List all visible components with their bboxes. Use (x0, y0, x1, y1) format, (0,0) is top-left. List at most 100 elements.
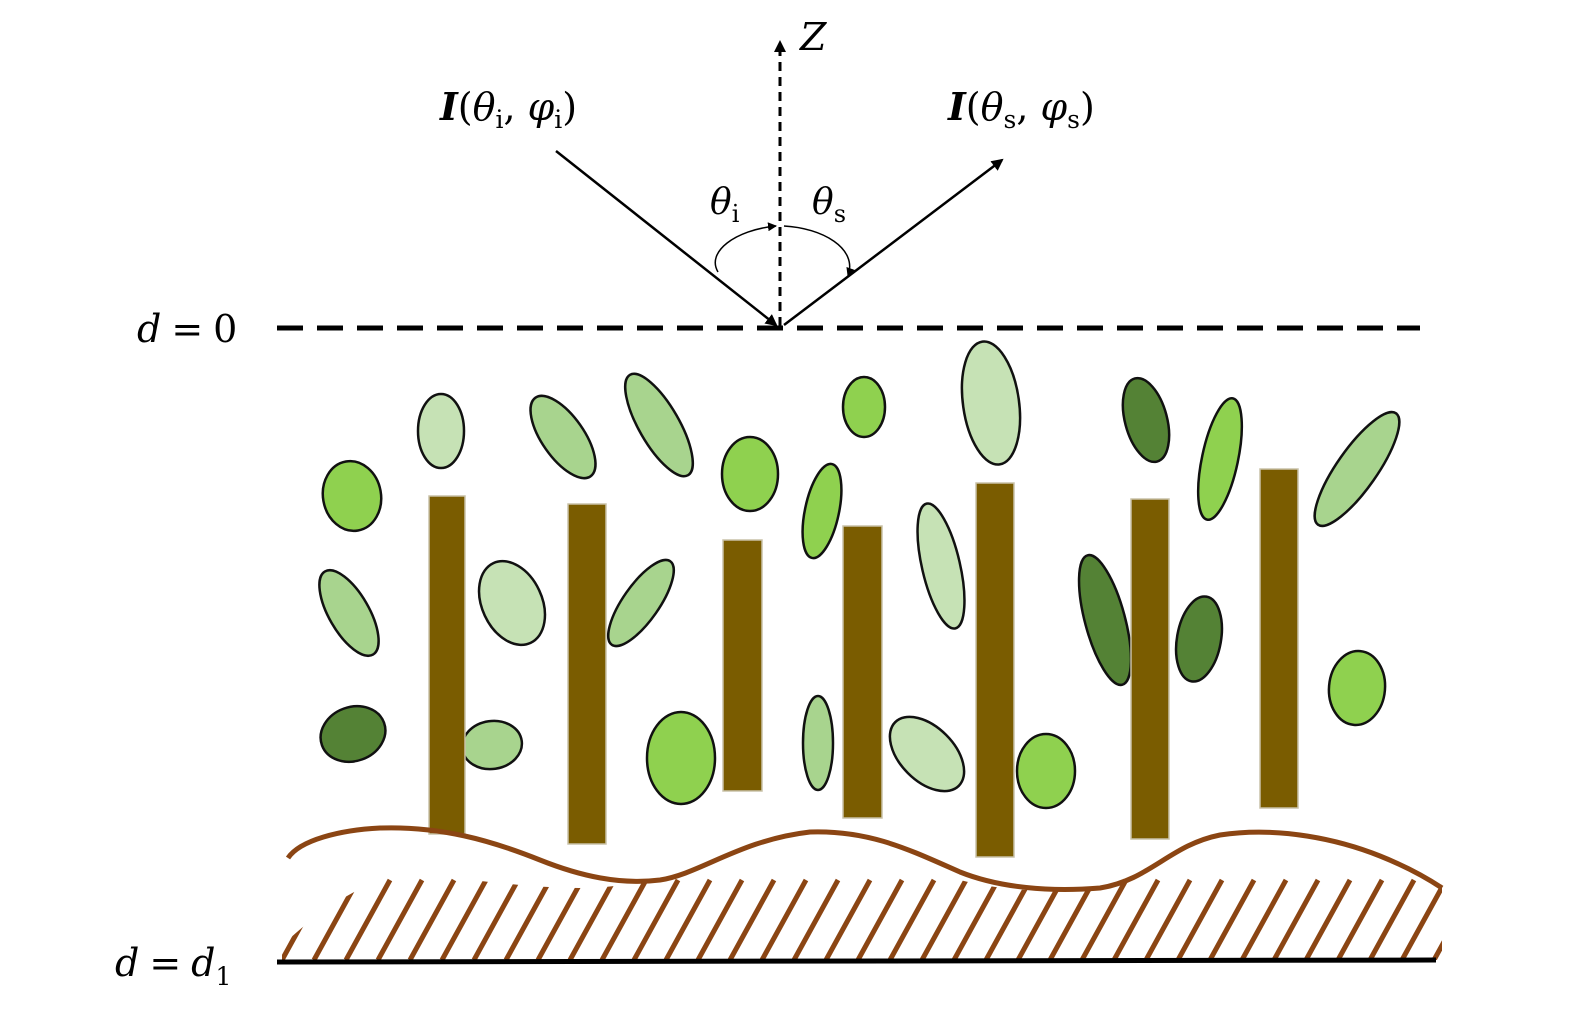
bottom-boundary-line (276, 957, 1437, 965)
scattered-theta: θ (981, 85, 1004, 129)
leaf-scatterers (318, 340, 1401, 810)
hatch-line-28 (1143, 878, 1193, 960)
leaf-4 (841, 375, 887, 439)
hatch-line-36 (1399, 878, 1442, 960)
scattered-symbol: I (947, 84, 967, 129)
hatch-line-27 (1111, 878, 1161, 960)
leaf-16 (1077, 553, 1133, 687)
leaf-8 (1313, 410, 1401, 528)
leaf-24 (1015, 732, 1077, 810)
leaf-9 (321, 459, 383, 533)
incident-phi-sub: i (554, 105, 562, 134)
scattered-phi: φ (1041, 85, 1068, 129)
incident-angle-arc (714, 222, 777, 273)
leaf-7 (1196, 396, 1244, 522)
leaf-21 (645, 710, 717, 806)
bottom-boundary-rhs: d (191, 941, 215, 985)
hatch-line-18 (823, 878, 873, 960)
scattered-angle-theta: θ (812, 182, 834, 223)
stem-6 (1130, 498, 1170, 840)
hatch-line-32 (1271, 878, 1321, 960)
hatch-line-20 (887, 878, 937, 960)
hatch-line-7 (471, 878, 521, 960)
hatch-line-26 (1079, 878, 1129, 960)
hatch-line-12 (631, 878, 681, 960)
incident-symbol: I (439, 84, 459, 129)
hatch-line-33 (1303, 878, 1353, 960)
stem-3 (722, 539, 763, 792)
top-boundary-lhs: d (137, 307, 161, 351)
incident-ray (555, 150, 778, 327)
scattered-ray (783, 158, 1004, 326)
hatch-line-37 (1431, 878, 1442, 960)
leaf-3 (623, 372, 695, 478)
hatch-line-5 (407, 878, 457, 960)
bottom-boundary-eq: = (149, 941, 181, 985)
leaf-10 (720, 435, 780, 513)
scattered-angle-label: θs (812, 182, 846, 228)
hatch-line-11 (599, 878, 649, 960)
hatch-line-15 (727, 878, 777, 960)
hatch-line-34 (1335, 878, 1385, 960)
hatch-line-9 (535, 878, 585, 960)
leaf-6 (1121, 376, 1171, 464)
scattered-theta-sub: s (1004, 105, 1017, 134)
hatch-line-35 (1367, 878, 1417, 960)
leaf-18 (1327, 649, 1387, 727)
leaf-14 (477, 559, 547, 647)
hatch-line-16 (759, 878, 809, 960)
bottom-boundary-rhs-sub: 1 (216, 962, 232, 991)
incident-angle-theta: θ (710, 182, 732, 223)
stem-7 (1259, 468, 1299, 809)
incident-theta-sub: i (496, 105, 504, 134)
incident-angle-sub: i (732, 200, 740, 228)
hatch-line-14 (695, 878, 745, 960)
hatch-line-21 (919, 878, 969, 960)
soil-hatching (282, 878, 1442, 960)
hatch-line-13 (663, 878, 713, 960)
hatch-line-29 (1175, 878, 1225, 960)
top-boundary-rhs: 0 (213, 307, 237, 351)
top-boundary-eq: = (171, 307, 203, 351)
stem-4 (842, 525, 883, 819)
stem-1 (428, 495, 466, 835)
z-axis-label: Z (799, 15, 827, 59)
incident-phi: φ (528, 85, 555, 129)
hatch-line-10 (567, 878, 617, 960)
leaf-11 (801, 462, 843, 560)
plant-stems (428, 468, 1299, 858)
leaf-12 (916, 502, 966, 630)
hatch-line-17 (791, 878, 841, 960)
hatch-line-6 (439, 878, 489, 960)
hatch-line-25 (1047, 878, 1097, 960)
hatch-line-31 (1239, 878, 1289, 960)
rough-soil-surface (285, 825, 1444, 892)
stem-5 (975, 482, 1015, 858)
leaf-2 (529, 394, 597, 480)
top-boundary-label: d=0 (137, 307, 237, 351)
leaf-22 (801, 694, 835, 792)
incident-angle-label: θi (710, 182, 740, 228)
hatch-line-22 (951, 878, 1001, 960)
hatch-line-8 (503, 878, 553, 960)
incident-theta: θ (473, 85, 496, 129)
scattered-phi-sub: s (1067, 105, 1080, 134)
leaf-20 (460, 719, 524, 771)
scattered-angle-arc (783, 225, 855, 277)
hatch-line-23 (983, 878, 1033, 960)
hatch-line-30 (1207, 878, 1257, 960)
stem-2 (567, 503, 607, 845)
leaf-23 (888, 715, 966, 793)
leaf-17 (1174, 595, 1224, 683)
scattered-intensity-label: I(θs, φs) (947, 84, 1095, 134)
incident-intensity-label: I(θi, φi) (439, 84, 577, 134)
leaf-19 (319, 704, 387, 764)
bottom-boundary-lhs: d (115, 941, 139, 985)
hatch-line-24 (1015, 878, 1065, 960)
bottom-boundary-label: d=d1 (115, 941, 231, 991)
hatch-line-19 (855, 878, 905, 960)
leaf-15 (606, 558, 676, 648)
hatch-line-3 (343, 878, 393, 960)
